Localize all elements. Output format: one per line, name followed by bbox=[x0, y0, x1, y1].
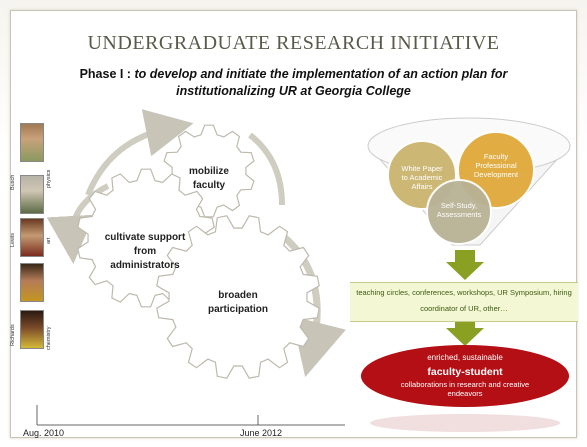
phase-statement: Phase I : to develop and initiate the im… bbox=[36, 66, 551, 100]
label-mobilize-faculty: mobilize faculty bbox=[188, 166, 229, 191]
activities-box: teaching circles, conferences, workshops… bbox=[350, 282, 578, 322]
funnel-circle-self-study bbox=[426, 179, 492, 245]
label-white-paper: White Paper to Academic Affairs bbox=[401, 164, 443, 191]
photo-richards bbox=[20, 310, 44, 349]
arrow-down-2 bbox=[446, 315, 484, 346]
slide-title: UNDERGRADUATE RESEARCH INITIATIVE bbox=[87, 32, 500, 54]
phase-text: to develop and initiate the implementati… bbox=[134, 67, 508, 98]
photo-lewis bbox=[20, 218, 44, 257]
gear-mobilize-outline bbox=[163, 124, 255, 218]
cycle-arrow-left bbox=[46, 183, 110, 264]
timeline-start-label: Aug. 2010 bbox=[23, 428, 65, 438]
outcome-line2: faculty-student bbox=[427, 366, 503, 378]
outcome-reflection bbox=[370, 414, 560, 432]
cycle-arrow-top bbox=[85, 109, 194, 197]
arrow-down-1 bbox=[446, 250, 484, 280]
gear-broaden-outline bbox=[156, 215, 320, 379]
label-self-study: Self-Study, Assessments bbox=[436, 201, 482, 219]
photo-busch bbox=[20, 123, 44, 162]
cycle-arrow-mobilize bbox=[248, 132, 285, 206]
gear-broaden bbox=[156, 215, 320, 379]
gear-mobilize bbox=[163, 124, 255, 218]
phase-label: Phase I : bbox=[79, 67, 131, 81]
label-broaden-participation: broaden participation bbox=[207, 290, 268, 315]
outcome-line3: collaborations in research and creative … bbox=[400, 380, 530, 398]
photo-unnamed bbox=[20, 175, 44, 214]
photo-woman bbox=[20, 263, 44, 302]
label-cultivate-support: cultivate support from administrators bbox=[104, 232, 186, 271]
outcome-line1: enriched, sustainable bbox=[427, 353, 503, 362]
outcome-oval bbox=[361, 345, 569, 407]
label-faculty-development: Faculty Professional Development bbox=[473, 152, 519, 179]
timeline-end-label: June 2012 bbox=[240, 428, 283, 438]
